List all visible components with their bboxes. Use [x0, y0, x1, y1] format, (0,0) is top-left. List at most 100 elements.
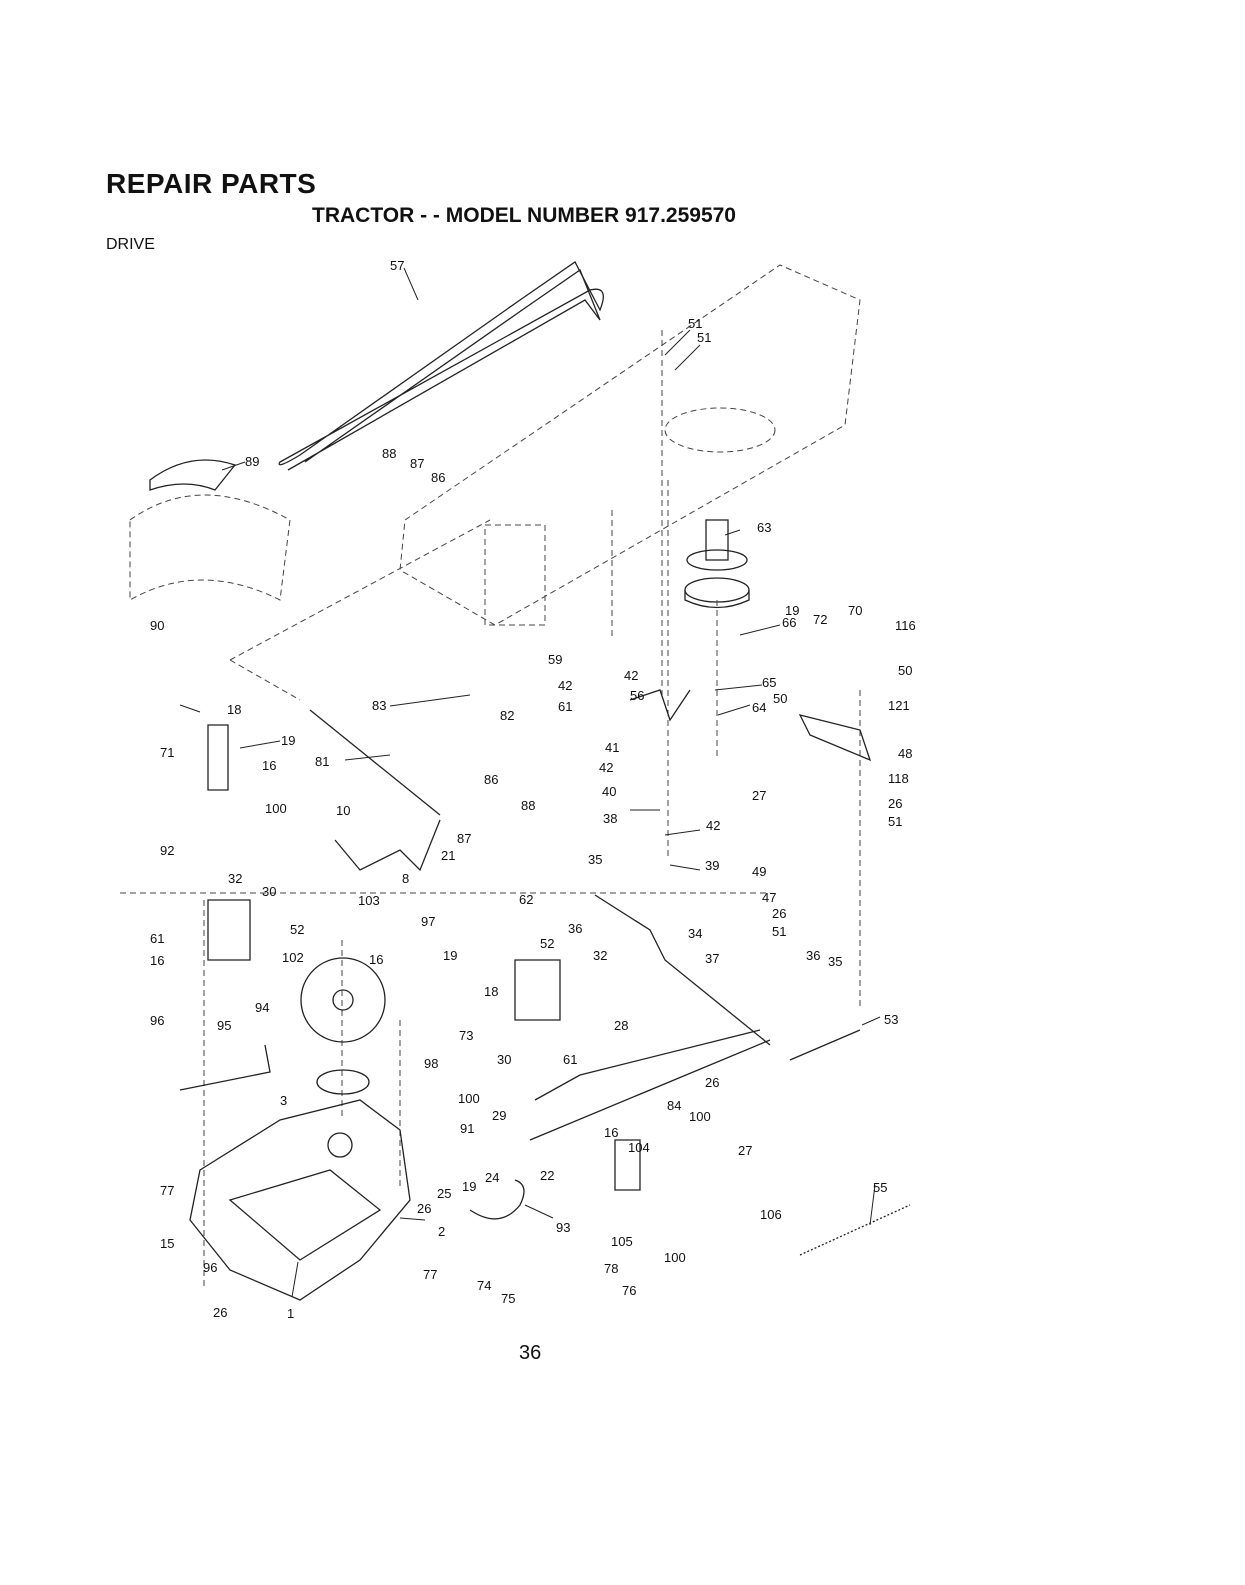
callout-16: 16 — [262, 758, 276, 773]
callout-19: 19 — [785, 603, 799, 618]
callout-81: 81 — [315, 754, 329, 769]
callout-64: 64 — [752, 700, 766, 715]
callout-50: 50 — [773, 691, 787, 706]
callout-116: 116 — [895, 618, 916, 633]
callout-82: 82 — [500, 708, 514, 723]
callout-37: 37 — [705, 951, 719, 966]
callout-100: 100 — [458, 1091, 480, 1106]
callout-76: 76 — [622, 1283, 636, 1298]
callout-28: 28 — [614, 1018, 628, 1033]
callout-18: 18 — [484, 984, 498, 999]
callout-16: 16 — [604, 1125, 618, 1140]
callout-21: 21 — [441, 848, 455, 863]
callout-103: 103 — [358, 893, 380, 908]
callout-1: 1 — [287, 1306, 294, 1321]
callout-51: 51 — [888, 814, 902, 829]
callout-leaders — [179, 267, 881, 1298]
section-label: DRIVE — [106, 236, 155, 253]
model-subtitle: TRACTOR - - MODEL NUMBER 917.259570 — [312, 204, 736, 227]
callout-86: 86 — [431, 470, 445, 485]
callout-87: 87 — [410, 456, 424, 471]
callout-89: 89 — [245, 454, 259, 469]
callout-30: 30 — [262, 884, 276, 899]
callout-72: 72 — [813, 612, 827, 627]
callout-40: 40 — [602, 784, 616, 799]
callout-84: 84 — [667, 1098, 681, 1113]
callout-55: 55 — [873, 1180, 887, 1195]
callout-42: 42 — [599, 760, 613, 775]
brackets — [207, 714, 872, 1191]
callout-51: 51 — [697, 330, 711, 345]
callout-32: 32 — [593, 948, 607, 963]
assembly-guide-lines — [120, 330, 861, 1290]
callout-106: 106 — [760, 1207, 782, 1222]
callout-98: 98 — [424, 1056, 438, 1071]
callout-26: 26 — [888, 796, 902, 811]
callout-38: 38 — [603, 811, 617, 826]
callout-96: 96 — [203, 1260, 217, 1275]
callout-96: 96 — [150, 1013, 164, 1028]
callout-47: 47 — [762, 890, 776, 905]
callout-75: 75 — [501, 1291, 515, 1306]
callout-52: 52 — [540, 936, 554, 951]
drive-belt — [278, 261, 604, 471]
callout-35: 35 — [828, 954, 842, 969]
callout-78: 78 — [604, 1261, 618, 1276]
callout-86: 86 — [484, 772, 498, 787]
callout-56: 56 — [630, 688, 644, 703]
callout-24: 24 — [485, 1170, 499, 1185]
callout-61: 61 — [563, 1052, 577, 1067]
callout-29: 29 — [492, 1108, 506, 1123]
callout-50: 50 — [898, 663, 912, 678]
callout-61: 61 — [150, 931, 164, 946]
callout-95: 95 — [217, 1018, 231, 1033]
transaxle-assembly — [189, 1099, 411, 1301]
engine-pulley — [684, 519, 750, 609]
fender-outline — [129, 459, 291, 601]
callout-77: 77 — [423, 1267, 437, 1282]
callout-74: 74 — [477, 1278, 491, 1293]
callout-105: 105 — [611, 1234, 633, 1249]
callout-19: 19 — [462, 1179, 476, 1194]
callout-27: 27 — [752, 788, 766, 803]
page-number: 36 — [519, 1342, 542, 1364]
callout-42: 42 — [706, 818, 720, 833]
callout-15: 15 — [160, 1236, 174, 1251]
callout-42: 42 — [558, 678, 572, 693]
callout-30: 30 — [497, 1052, 511, 1067]
callout-16: 16 — [369, 952, 383, 967]
callout-104: 104 — [628, 1140, 650, 1155]
callout-49: 49 — [752, 864, 766, 879]
callout-102: 102 — [282, 950, 304, 965]
callout-77: 77 — [160, 1183, 174, 1198]
callout-73: 73 — [459, 1028, 473, 1043]
hose — [469, 1179, 525, 1220]
callout-19: 19 — [281, 733, 295, 748]
callout-91: 91 — [460, 1121, 474, 1136]
callout-26: 26 — [213, 1305, 227, 1320]
callout-27: 27 — [738, 1143, 752, 1158]
callout-19: 19 — [443, 948, 457, 963]
callout-34: 34 — [688, 926, 702, 941]
callout-3: 3 — [280, 1093, 287, 1108]
callout-52: 52 — [290, 922, 304, 937]
callout-57: 57 — [390, 258, 404, 273]
callout-70: 70 — [848, 603, 862, 618]
callout-51: 51 — [772, 924, 786, 939]
callout-48: 48 — [898, 746, 912, 761]
callout-83: 83 — [372, 698, 386, 713]
callout-51: 51 — [688, 316, 702, 331]
callout-88: 88 — [521, 798, 535, 813]
callout-97: 97 — [421, 914, 435, 929]
callout-53: 53 — [884, 1012, 898, 1027]
callout-41: 41 — [605, 740, 619, 755]
callout-39: 39 — [705, 858, 719, 873]
callout-92: 92 — [160, 843, 174, 858]
callout-22: 22 — [540, 1168, 554, 1183]
callout-42: 42 — [624, 668, 638, 683]
callout-63: 63 — [757, 520, 771, 535]
callout-2: 2 — [438, 1224, 445, 1239]
callout-26: 26 — [417, 1201, 431, 1216]
